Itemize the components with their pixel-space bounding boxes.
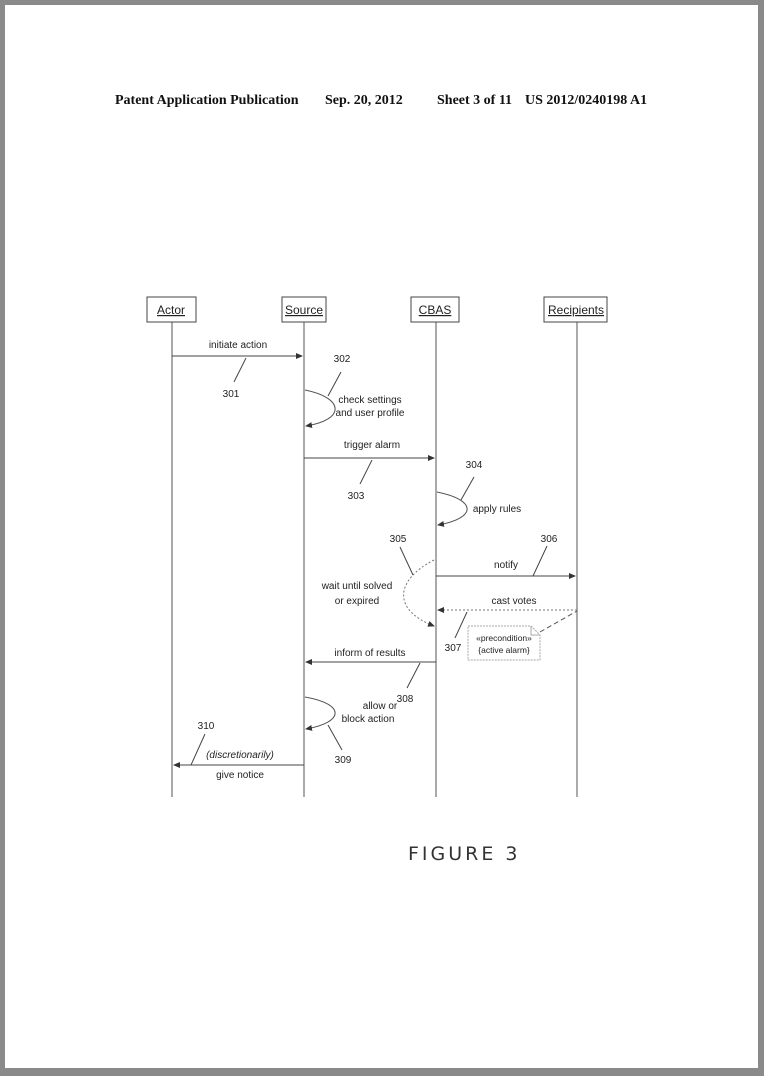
ref-number: 303 bbox=[348, 491, 365, 502]
message-label: check settings bbox=[338, 395, 401, 406]
message-wait-until-solved: wait until solved or expired 305 bbox=[321, 534, 435, 627]
message-label: block action bbox=[342, 714, 395, 725]
ref-number: 307 bbox=[445, 643, 462, 654]
message-label: wait until solved bbox=[321, 581, 393, 592]
lifeline-label: Recipients bbox=[548, 303, 604, 317]
message-label: initiate action bbox=[209, 340, 267, 351]
ref-number: 308 bbox=[397, 694, 414, 705]
ref-number: 310 bbox=[198, 721, 215, 732]
publication-date: Sep. 20, 2012 bbox=[325, 93, 403, 108]
message-check-settings: check settings and user profile 302 bbox=[304, 354, 405, 429]
lifeline-label: CBAS bbox=[419, 303, 452, 317]
patent-number: US 2012/0240198 A1 bbox=[525, 93, 648, 108]
figure-caption: FIGURE 3 bbox=[408, 843, 521, 865]
message-label: allow or bbox=[363, 701, 398, 712]
message-inform-of-results: inform of results 308 bbox=[305, 648, 436, 705]
precondition-note: «precondition» {active alarm} bbox=[467, 610, 578, 661]
message-label: trigger alarm bbox=[344, 440, 400, 451]
message-label: and user profile bbox=[336, 408, 405, 419]
publication-title: Patent Application Publication bbox=[115, 93, 299, 108]
message-label: or expired bbox=[335, 596, 379, 607]
note-constraint: {active alarm} bbox=[478, 645, 530, 655]
message-allow-or-block: allow or block action 309 bbox=[304, 696, 398, 766]
message-apply-rules: apply rules 304 bbox=[436, 460, 521, 527]
note-stereotype: «precondition» bbox=[476, 633, 532, 643]
lifeline-cbas: CBAS bbox=[410, 296, 460, 797]
sheet-number: Sheet 3 of 11 bbox=[437, 93, 513, 108]
message-qualifier: (discretionarily) bbox=[206, 750, 274, 761]
message-label: inform of results bbox=[334, 648, 405, 659]
ref-number: 304 bbox=[466, 460, 483, 471]
message-label: notify bbox=[494, 560, 518, 571]
lifeline-source: Source bbox=[281, 296, 327, 797]
message-label: give notice bbox=[216, 770, 264, 781]
ref-number: 306 bbox=[541, 534, 558, 545]
lifeline-label: Source bbox=[285, 303, 323, 317]
message-label: cast votes bbox=[491, 596, 536, 607]
message-give-notice: (discretionarily) give notice 310 bbox=[173, 721, 304, 781]
patent-sheet: Patent Application Publication Sep. 20, … bbox=[5, 5, 758, 1068]
ref-number: 309 bbox=[335, 755, 352, 766]
ref-number: 302 bbox=[334, 354, 351, 365]
message-cast-votes: cast votes 307 bbox=[437, 596, 577, 654]
message-initiate-action: initiate action 301 bbox=[172, 340, 303, 400]
ref-number: 305 bbox=[390, 534, 407, 545]
lifeline-recipients: Recipients bbox=[543, 296, 608, 797]
ref-number: 301 bbox=[223, 389, 240, 400]
message-label: apply rules bbox=[473, 504, 521, 515]
lifeline-label: Actor bbox=[157, 303, 185, 317]
lifeline-actor: Actor bbox=[146, 296, 197, 797]
message-notify: notify 306 bbox=[436, 534, 576, 579]
message-trigger-alarm: trigger alarm 303 bbox=[304, 440, 435, 502]
